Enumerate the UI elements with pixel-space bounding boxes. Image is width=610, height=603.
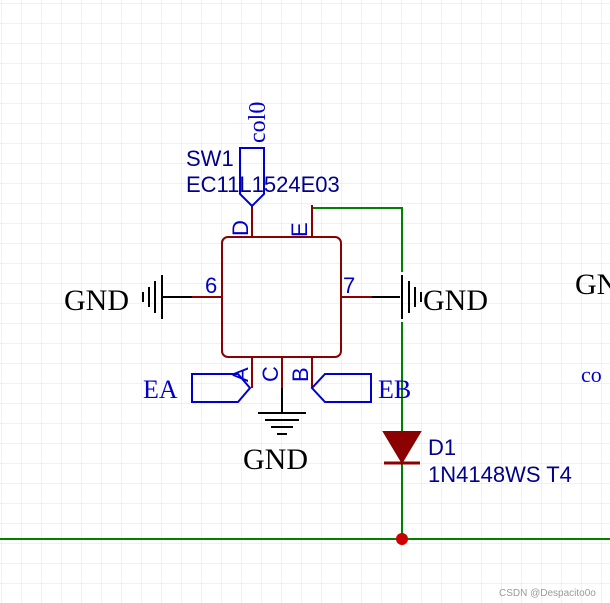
gnd-symbol-bottom[interactable]	[258, 412, 306, 435]
junction-dot[interactable]	[396, 533, 408, 545]
net-port-clipped-label: co	[581, 362, 602, 387]
net-port-left-shape	[191, 373, 252, 403]
diode-d1[interactable]: D1 1N4148WS T4	[382, 431, 572, 487]
net-port-right-label: EB	[378, 375, 411, 404]
net-port-top-shape	[239, 147, 265, 208]
net-port-top[interactable]: col0	[239, 102, 271, 208]
diode-part-number: 1N4148WS T4	[428, 462, 572, 487]
switch-part-number: EC11L1524E03	[186, 172, 340, 197]
pin-label-6: 6	[205, 273, 217, 298]
net-port-right-shape	[310, 373, 372, 403]
net-port-top-label: col0	[245, 102, 271, 143]
gnd-symbol-left[interactable]	[142, 275, 163, 319]
gnd-label-left: GND	[64, 284, 129, 317]
gnd-label-clipped: GN	[575, 268, 610, 301]
encoder-pins	[192, 205, 372, 388]
gnd-symbol-right[interactable]	[401, 275, 422, 319]
pin-label-c: C	[258, 366, 283, 382]
pin-label-d: D	[228, 220, 253, 236]
gnd-label-right: GND	[423, 284, 488, 317]
switch-designator: SW1	[186, 146, 234, 171]
pin-labels: D E 6 7 A C B	[205, 220, 355, 382]
pin-label-a: A	[228, 367, 253, 382]
diode-designator: D1	[428, 435, 456, 460]
pin-label-e: E	[287, 222, 312, 237]
encoder-sw1[interactable]: D E 6 7 A C B SW1 EC11L1524E03	[162, 146, 400, 412]
diode-triangle	[382, 431, 422, 464]
watermark: CSDN @Despacito0o	[499, 588, 596, 599]
net-port-left-label: EA	[143, 375, 178, 404]
net-port-left[interactable]: EA	[143, 373, 252, 404]
gnd-label-bottom: GND	[243, 443, 308, 476]
pin-label-b: B	[288, 367, 313, 382]
pin-label-7: 7	[343, 273, 355, 298]
net-port-right[interactable]: EB	[310, 373, 411, 404]
